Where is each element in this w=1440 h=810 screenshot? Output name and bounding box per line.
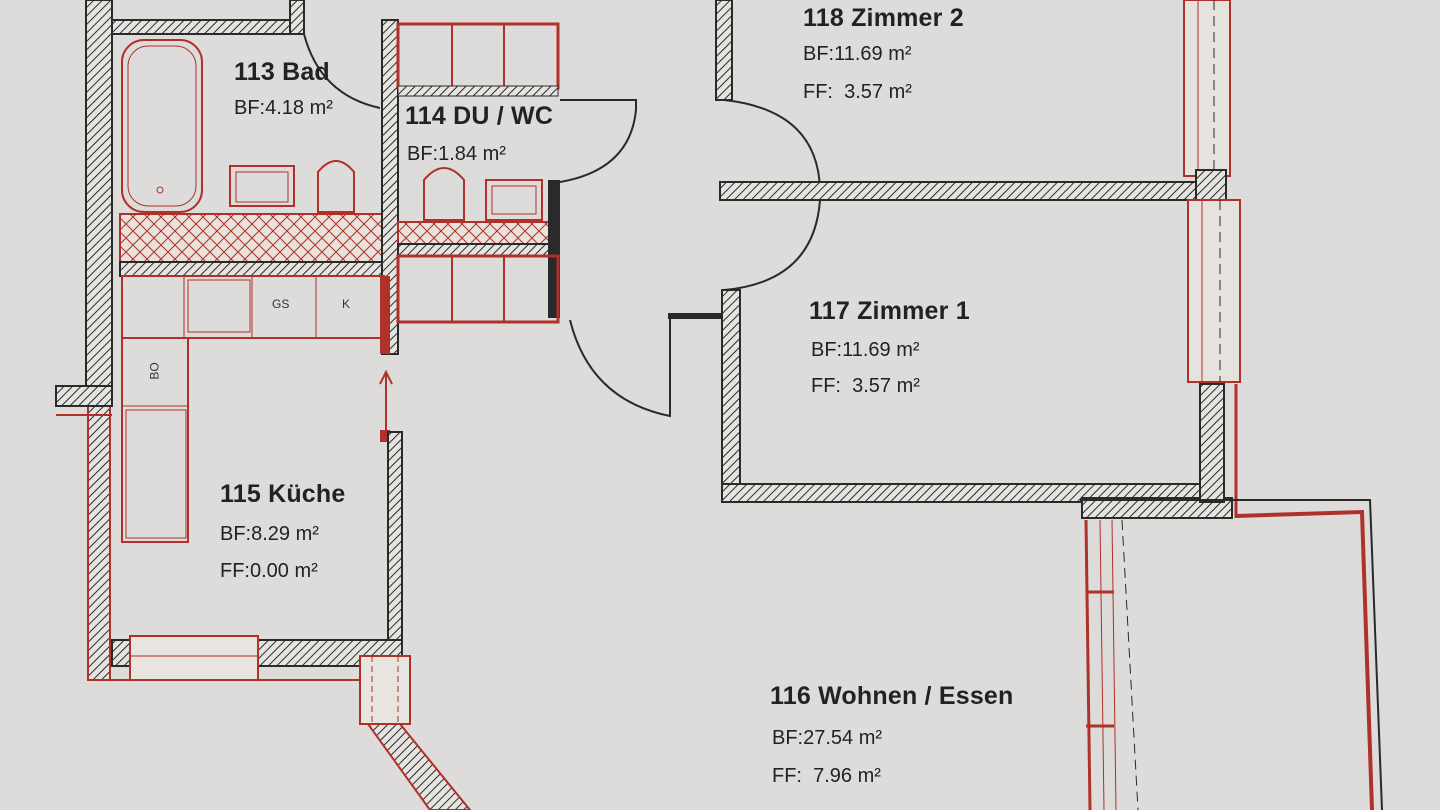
fixture-label-gs: GS [272,297,290,311]
du-sink [485,179,543,221]
bath-sink [229,165,295,207]
room-118-name: 118 Zimmer 2 [803,4,964,32]
wall-kitchen-right [387,431,403,647]
window-zimmer1 [1187,199,1241,383]
room-117-name: 117 Zimmer 1 [809,297,970,325]
kitchen-counter-left [121,337,189,543]
wall-left-lower [87,391,111,681]
bathtub [121,39,203,213]
room-118-ff: FF: 3.57 m² [803,81,912,103]
wall-between-zimmer [719,181,1201,201]
wall-left-exterior [85,0,113,389]
room-115-name: 115 Küche [220,480,346,508]
wall-top-bath [111,19,303,35]
fixture-label-k: K [342,297,351,311]
bath-toilet [317,160,355,213]
kitchen-window [129,635,259,681]
room-116-ff: FF: 7.96 m² [772,765,881,787]
terrace-outline [1080,499,1383,810]
room-118-bf: BF:11.69 m² [803,43,912,65]
room-113-name: 113 Bad [234,58,330,86]
room-116-name: 116 Wohnen / Essen [770,682,1014,710]
installation-wall [119,213,387,263]
wall-bath-kitchen [119,261,391,277]
window-zimmer2 [1183,0,1231,177]
room-113-bf: BF:4.18 m² [234,97,333,119]
wall-zimmer2-left [715,0,733,101]
cabinet-bottom [396,254,560,324]
cabinet-top [396,22,560,90]
room-114-name: 114 DU / WC [405,102,554,130]
wall-left-stub [55,385,113,407]
room-114-bf: BF:1.84 m² [407,143,506,165]
du-toilet [423,167,465,221]
room-116-bf: BF:27.54 m² [772,727,883,749]
room-117-ff: FF: 3.57 m² [811,375,920,397]
wall-zimmer1-right [1199,383,1225,503]
wall-bay-angle [366,723,472,810]
room-115-ff: FF:0.00 m² [220,560,318,582]
wall-zimmer1-left [721,289,741,503]
fixture-label-bo: BO [147,362,162,380]
room-115-bf: BF:8.29 m² [220,523,319,545]
room-117-bf: BF:11.69 m² [811,339,920,361]
